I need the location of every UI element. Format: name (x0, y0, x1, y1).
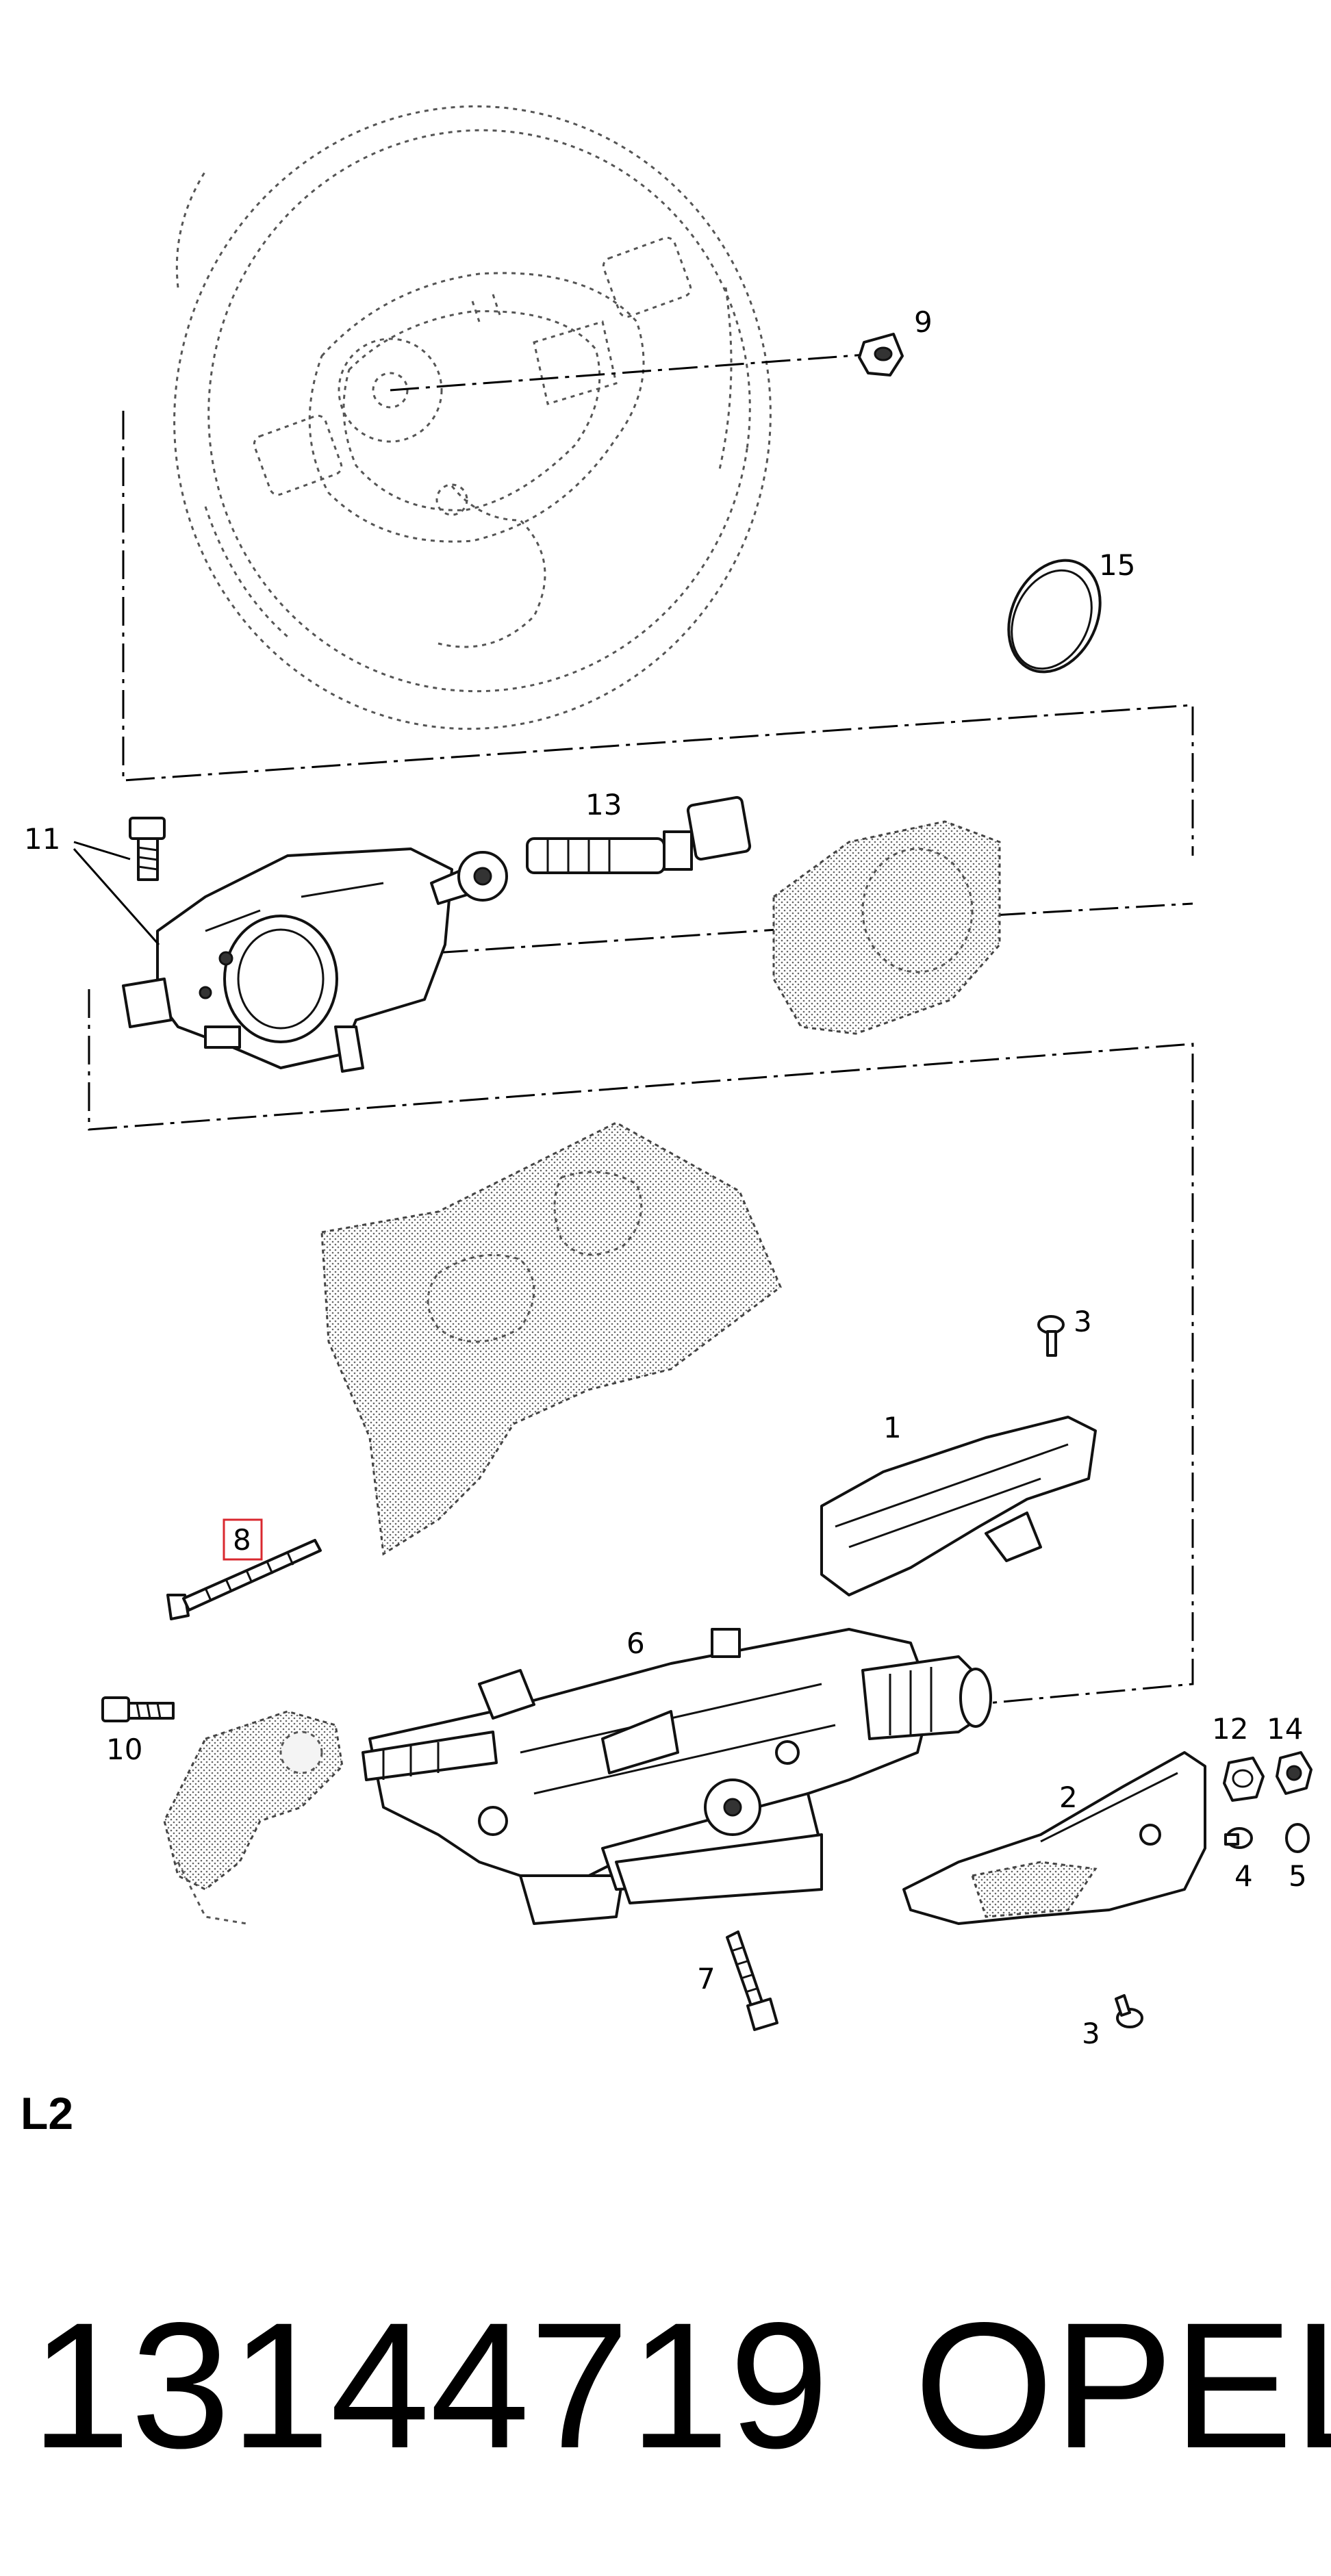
callout-13: 13 (585, 788, 622, 821)
part-12-nut (1223, 1757, 1265, 1802)
section-label: L2 (21, 2088, 73, 2139)
part-2-lower-shroud (902, 1751, 1206, 1925)
part-number: 13144719 (31, 2285, 829, 2486)
brand-name: OPEL (914, 2285, 1331, 2486)
callout-8: 8 (233, 1523, 251, 1557)
callout-15: 15 (1099, 548, 1135, 582)
leader-lines (73, 841, 160, 945)
steering-wheel-illustration (173, 105, 772, 730)
part-11-bolt (129, 817, 166, 881)
part-14-cap (1276, 1751, 1313, 1795)
callout-7: 7 (697, 1962, 715, 1995)
part-3-screw-top (1037, 1315, 1065, 1357)
part-9-nut (858, 333, 904, 377)
intermediate-shaft-joint (163, 1710, 344, 1925)
callout-3-bottom: 3 (1082, 2017, 1100, 2050)
part-13-lock-cylinder (526, 795, 752, 874)
callout-4: 4 (1234, 1859, 1253, 1893)
part-10-bolt (101, 1696, 175, 1722)
callout-1: 1 (883, 1411, 902, 1444)
part-8-long-bolt (166, 1539, 322, 1620)
callout-10: 10 (106, 1733, 142, 1766)
part-6-steering-column (362, 1628, 992, 1925)
callout-12: 12 (1212, 1712, 1248, 1746)
part-1-upper-shroud (820, 1416, 1097, 1596)
part-7-bolt (726, 1930, 778, 2031)
callout-6: 6 (626, 1627, 645, 1660)
callout-14: 14 (1267, 1712, 1303, 1746)
callout-11: 11 (24, 822, 60, 856)
callout-3-top: 3 (1074, 1305, 1092, 1338)
part-5-washer (1285, 1823, 1310, 1853)
part-11-switch-housing (122, 847, 508, 1073)
callout-9: 9 (914, 305, 933, 339)
callout-2: 2 (1059, 1781, 1078, 1814)
part-15-cover-cap (1007, 559, 1102, 674)
part-4-screw (1224, 1827, 1253, 1849)
callout-8-highlight (223, 1518, 263, 1561)
instrument-panel-bracket (320, 1121, 782, 1556)
steering-angle-module (772, 820, 1001, 1035)
callout-5: 5 (1289, 1859, 1307, 1893)
part-3-screw-bottom (1115, 1994, 1143, 2028)
